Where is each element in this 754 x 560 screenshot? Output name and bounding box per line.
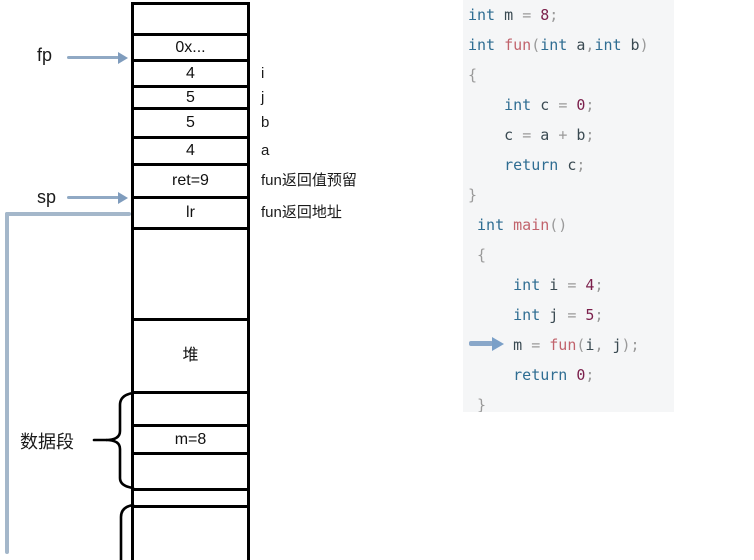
code-line: int m = 8;: [468, 6, 559, 24]
code-line: {: [477, 246, 487, 264]
stack-cell-value: 5: [131, 88, 250, 110]
stack-cell: ret=9 fun返回值预留: [131, 166, 357, 199]
sp-arrow-icon: [67, 191, 128, 204]
code-line: int i = 4;: [513, 276, 604, 294]
stack-cell-label: a: [261, 142, 270, 159]
stack-cell: [131, 508, 250, 560]
stack-cell: [131, 455, 250, 491]
code-line: return c;: [504, 156, 586, 174]
stack-cell-value: [131, 508, 250, 560]
return-address-connector: [5, 212, 131, 216]
code-line: return 0;: [513, 366, 595, 384]
code-line: int c = 0;: [504, 96, 595, 114]
code-line: m = fun(i, j);: [513, 336, 640, 354]
stack-cell-value: 5: [131, 110, 250, 139]
stack-cell: [131, 491, 250, 508]
code-line: }: [468, 186, 478, 204]
stack-cell-value: m=8: [131, 427, 250, 455]
stack-cell: 堆: [131, 321, 250, 394]
stack-cell-label: fun返回地址: [261, 204, 342, 221]
stack-cell-label: b: [261, 114, 270, 131]
code-line: int fun(int a,int b): [468, 36, 649, 54]
stack-cell-value: 4: [131, 62, 250, 88]
data-segment-brace: [92, 391, 135, 560]
stack-cell-value: ret=9: [131, 166, 250, 199]
sp-register-label: sp: [37, 187, 57, 207]
stack-cell: m=8: [131, 427, 250, 455]
stack-cell-value: [131, 394, 250, 427]
code-line: {: [468, 66, 478, 84]
stack-cell-label: j: [261, 89, 265, 106]
stack-cell-label: fun返回值预留: [261, 172, 357, 189]
stack-cell: 0x...: [131, 36, 250, 62]
code-segment-brace: [119, 503, 135, 560]
code-line: c = a + b;: [468, 126, 595, 144]
stack-cell-value: 4: [131, 139, 250, 166]
stack-cell-value: 0x...: [131, 36, 250, 62]
return-address-connector-vertical: [5, 212, 9, 554]
data-segment-label: 数据段: [20, 432, 74, 452]
stack-cell-value: [131, 455, 250, 491]
stack-cell: [131, 230, 250, 321]
stack-cell-value: 堆: [131, 321, 250, 394]
fp-register-label: fp: [37, 45, 53, 65]
stack-cell-value: [131, 230, 250, 321]
stack-cell: lr fun返回地址: [131, 199, 342, 230]
current-line-arrow-icon: [469, 336, 504, 351]
fp-arrow-icon: [67, 51, 128, 64]
code-line: int j = 5;: [513, 306, 604, 324]
code-line: int main(): [477, 216, 568, 234]
stack-cell-label: i: [261, 65, 265, 82]
stack-cell-value: lr: [131, 199, 250, 230]
stack-cell: [131, 394, 250, 427]
stack-cell-value: [131, 2, 250, 36]
code-line: }: [477, 396, 487, 412]
stack-cell-value: [131, 491, 250, 508]
stack-cell: [131, 2, 250, 36]
